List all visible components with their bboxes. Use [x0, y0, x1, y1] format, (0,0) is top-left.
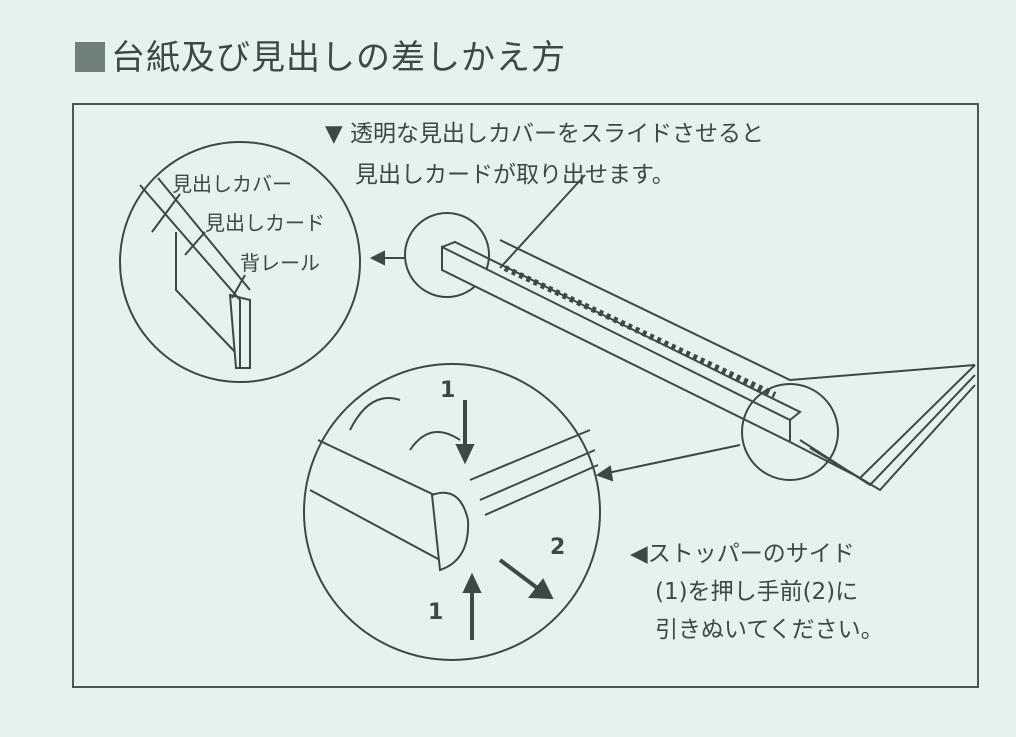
top-note-line2: 見出しカードが取り出せます。 [355, 162, 675, 188]
step-1-top: 1 [440, 378, 456, 403]
stopper-note-line2: (1)を押し手前(2)に [655, 579, 859, 605]
diagram-frame [72, 103, 979, 688]
detail-circle-stopper [303, 363, 601, 661]
top-note-line1: ▼ 透明な見出しカバーをスライドさせると [325, 121, 765, 147]
leader-card [184, 231, 206, 256]
title-text: 台紙及び見出しの差しかえ方 [111, 38, 566, 78]
label-rail: 背レール [240, 251, 320, 275]
step-1-bottom: 1 [428, 600, 444, 625]
step-2: 2 [550, 535, 566, 560]
label-card: 見出しカード [205, 211, 325, 235]
rail-profile [228, 293, 251, 369]
zoom-circle-stopper [741, 383, 839, 481]
zoom-circle-rail-end [404, 212, 490, 298]
page-title: 台紙及び見出しの差しかえ方 [75, 30, 566, 79]
detail-circle-rail [119, 141, 361, 383]
stopper-note-line3: 引きぬいてください。 [655, 617, 884, 643]
pages [789, 364, 976, 492]
leader-stopper [597, 444, 741, 476]
leader-top-note [499, 174, 586, 269]
stopper [430, 491, 470, 572]
leader-rail [231, 274, 246, 299]
stopper-rail-drawing [309, 439, 446, 561]
title-square-icon [75, 42, 105, 72]
label-cover: 見出しカバー [172, 172, 292, 196]
binder-rail [441, 245, 791, 444]
leader-cover [151, 193, 181, 233]
stopper-note-line1: ◀ストッパーのサイド [630, 541, 855, 567]
